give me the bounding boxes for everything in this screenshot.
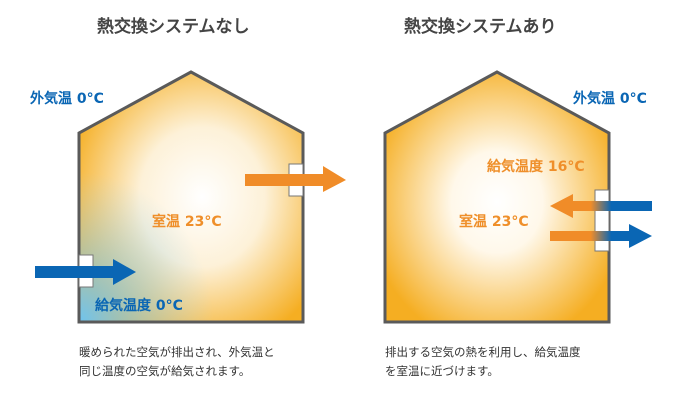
exhaust-arrow — [245, 166, 346, 192]
right-description-line1: 排出する空気の熱を利用し、給気温度 — [385, 345, 581, 359]
left-description: 暖められた空気が排出され、外気温と 同じ温度の空気が給気されます。 — [79, 343, 275, 381]
supply-arrow — [550, 194, 652, 218]
supply-arrow — [35, 259, 136, 285]
right-outside-temp: 外気温 0°C — [573, 91, 647, 107]
right-room-temp: 室温 23°C — [459, 214, 529, 230]
left-room-temp: 室温 23°C — [152, 214, 222, 230]
right-description: 排出する空気の熱を利用し、給気温度 を室温に近づけます。 — [385, 343, 581, 381]
right-title: 熱交換システムあり — [404, 17, 557, 37]
right-supply-temp: 給気温度 16°C — [487, 159, 585, 175]
right-description-line2: を室温に近づけます。 — [385, 364, 499, 378]
house-without-exchange — [35, 70, 346, 324]
left-outside-temp: 外気温 0°C — [30, 91, 104, 107]
house-with-exchange — [383, 70, 652, 324]
left-description-line2: 同じ温度の空気が給気されます。 — [79, 364, 251, 378]
exhaust-arrow — [550, 224, 652, 248]
left-title: 熱交換システムなし — [97, 17, 250, 37]
left-description-line1: 暖められた空気が排出され、外気温と — [79, 345, 275, 359]
heat-exchanger — [594, 189, 610, 252]
left-supply-temp: 給気温度 0°C — [95, 298, 183, 314]
